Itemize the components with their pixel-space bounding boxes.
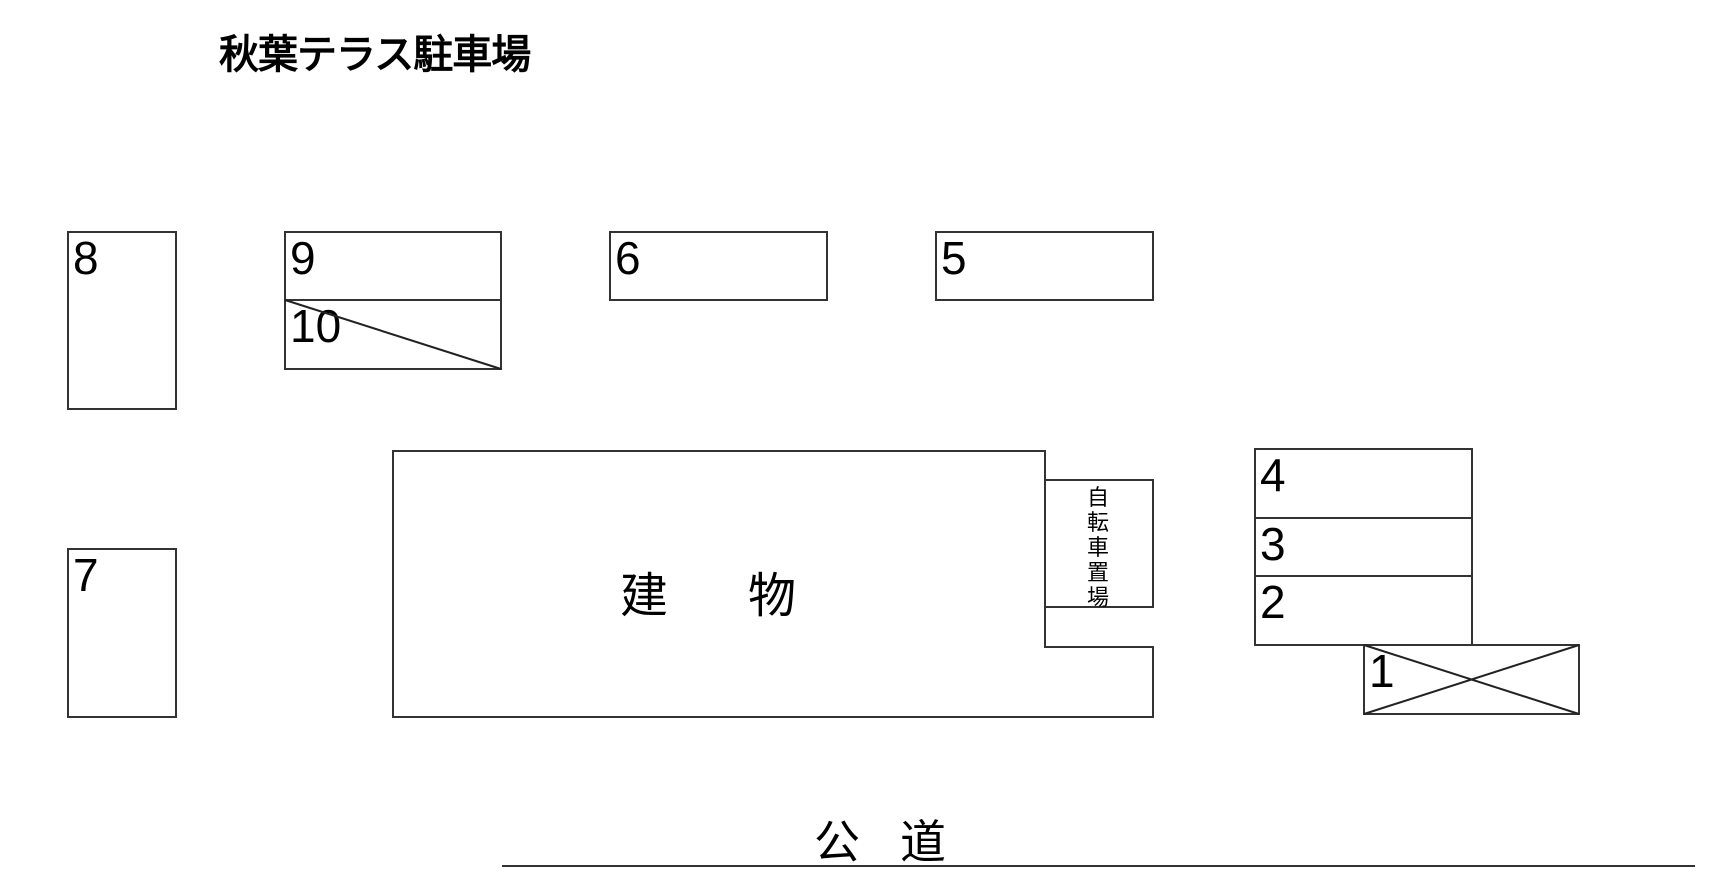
parking-space-9[interactable]: 9 (284, 231, 502, 301)
space-number: 1 (1369, 645, 1395, 697)
space-number: 6 (615, 232, 641, 284)
parking-space-7[interactable]: 7 (67, 548, 177, 718)
bicycle-parking-label: 自転車置場 (1086, 486, 1109, 611)
space-number: 5 (941, 232, 967, 284)
parking-space-10[interactable]: 10 (284, 299, 502, 370)
space-number: 9 (290, 232, 316, 284)
building-label: 建物 (620, 568, 877, 624)
parking-space-6[interactable]: 6 (609, 231, 828, 301)
space-number: 10 (290, 300, 342, 352)
space-number: 8 (73, 232, 99, 284)
parking-space-1[interactable]: 1 (1363, 644, 1580, 715)
space-number: 7 (73, 549, 99, 601)
parking-space-5[interactable]: 5 (935, 231, 1154, 301)
parking-space-2[interactable]: 2 (1254, 575, 1473, 646)
road-label: 公道 (814, 815, 986, 869)
road-line (502, 865, 1695, 867)
space-number: 4 (1260, 449, 1286, 501)
space-number: 2 (1260, 576, 1286, 628)
parking-space-4[interactable]: 4 (1254, 448, 1473, 519)
parking-space-3[interactable]: 3 (1254, 517, 1473, 577)
space-number: 3 (1260, 518, 1286, 570)
parking-space-8[interactable]: 8 (67, 231, 177, 410)
page-title: 秋葉テラス駐車場 (219, 32, 531, 78)
